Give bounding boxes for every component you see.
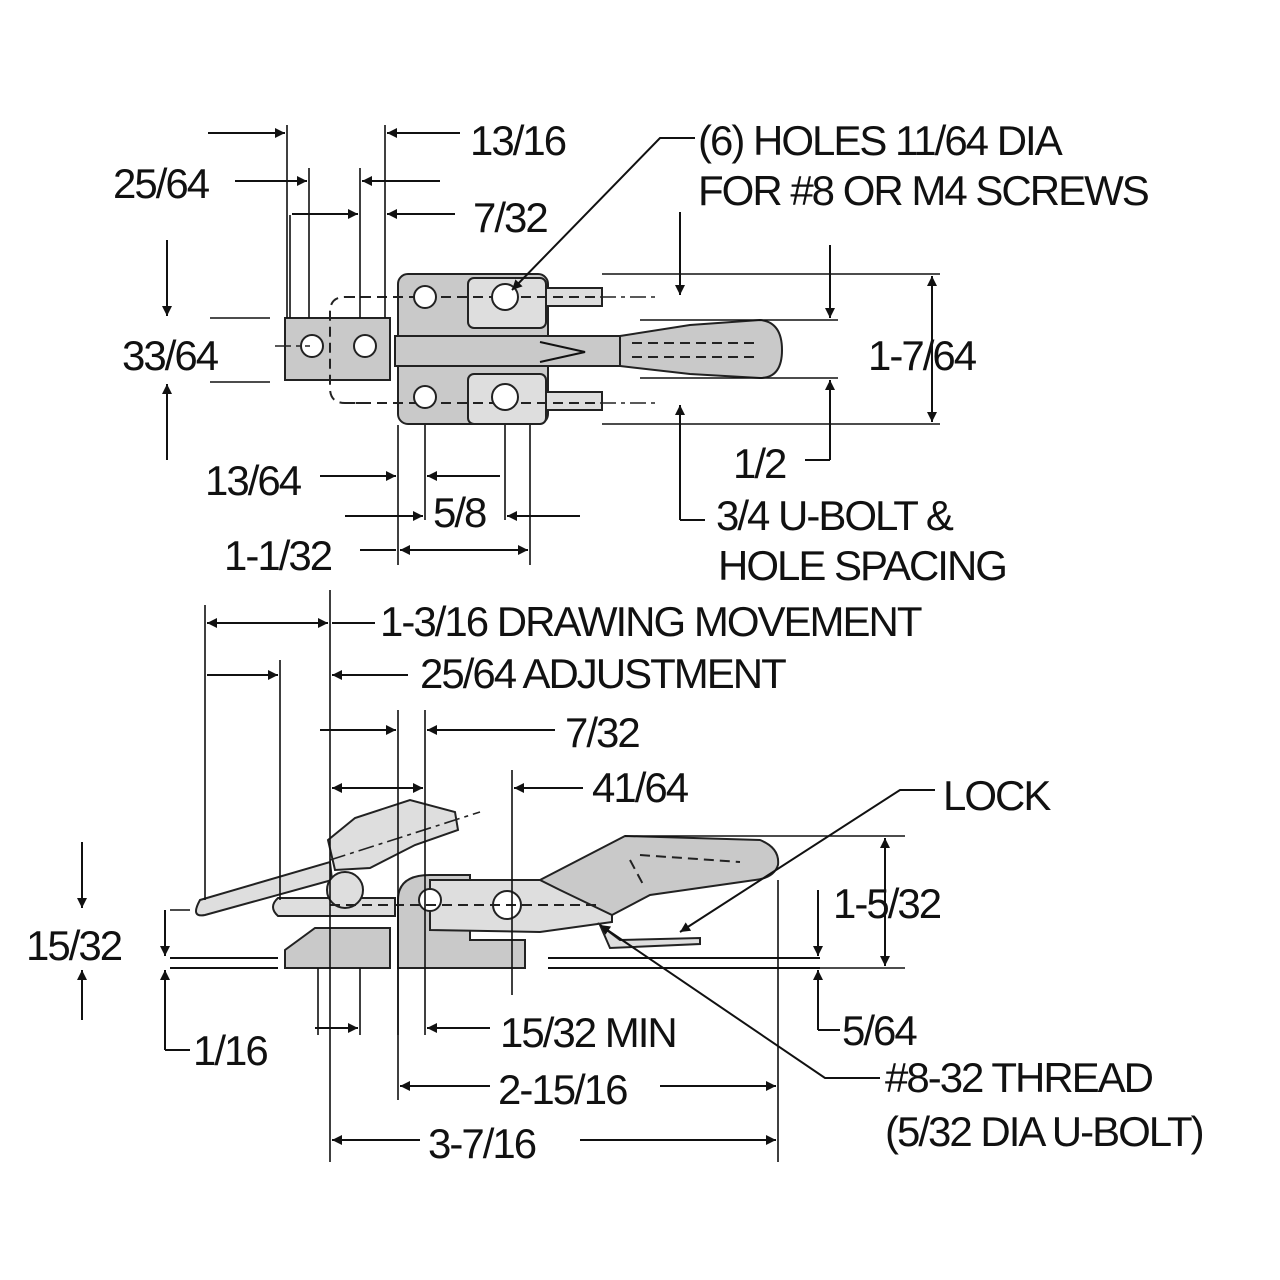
handle-top [619,318,784,380]
top-view-labels: 13/16 25/64 7/32 33/64 1-7/64 1/2 13/64 … [113,117,1151,589]
dim-drawing-movement: 1-3/16 DRAWING MOVEMENT [380,598,922,645]
handle-open-position [326,798,460,872]
handle-pivot-v [539,341,586,363]
dim-15-32: 15/32 [26,922,122,969]
dim-5-64: 5/64 [842,1007,917,1054]
keeper-hook [326,871,364,909]
note-ubolt-line2: HOLE SPACING [718,542,1006,589]
dim-25-64: 25/64 [113,160,210,207]
dim-1-1-32: 1-1/32 [224,532,332,579]
hole-icon [300,334,324,358]
top-view: 13/16 25/64 7/32 33/64 1-7/64 1/2 13/64 … [113,117,1151,589]
side-view-labels: 1-3/16 DRAWING MOVEMENT 25/64 ADJUSTMENT… [26,598,1205,1167]
pivot-icon [418,888,442,912]
ubolt-hidden-legs [345,296,600,404]
side-view-part [170,798,820,969]
dim-1-2: 1/2 [733,440,786,487]
dim-7-32-side: 7/32 [565,709,639,756]
dim-33-64: 33/64 [122,332,219,379]
hole-icon [491,283,519,311]
note-thread-line2: (5/32 DIA U-BOLT) [885,1108,1203,1155]
dim-3-7-16: 3-7/16 [428,1120,536,1167]
note-holes-line2: FOR #8 OR M4 SCREWS [698,167,1149,214]
hole-icon [413,285,437,309]
top-view-part [275,273,784,425]
dim-15-32-min: 15/32 MIN [500,1009,676,1056]
handle-open-centerline [329,811,481,861]
dim-1-7-64: 1-7/64 [868,332,977,379]
handle-hidden-lines [632,342,760,358]
dim-7-32: 7/32 [473,194,547,241]
ubolt-open-position [195,860,334,917]
dim-2-15-16: 2-15/16 [498,1066,627,1113]
hole-icon [491,383,519,411]
ubolt-closed-position [272,897,396,917]
note-thread-line1: #8-32 THREAD [885,1054,1153,1101]
center-lines [275,296,660,404]
handle-side-hidden [629,854,741,889]
ubolt-end-lower [545,391,603,411]
handle-side [537,834,780,917]
mounting-holes [300,283,519,411]
dim-adjustment: 25/64 ADJUSTMENT [420,650,786,697]
dim-1-16: 1/16 [193,1027,267,1074]
top-view-dimension-lines [162,125,940,565]
dim-5-8: 5/8 [433,489,486,536]
side-view-dimension-lines [77,590,935,1162]
hole-icon [353,334,377,358]
dim-41-64: 41/64 [592,764,689,811]
note-ubolt-line1: 3/4 U-BOLT & [716,492,954,539]
hole-icon [413,385,437,409]
dim-13-16: 13/16 [470,117,566,164]
dim-13-64: 13/64 [205,457,302,504]
note-lock: LOCK [943,772,1051,819]
dim-1-5-32: 1-5/32 [833,880,941,927]
center-link [394,335,626,367]
note-holes-line1: (6) HOLES 11/64 DIA [698,117,1063,164]
side-view: 1-3/16 DRAWING MOVEMENT 25/64 ADJUSTMENT… [26,590,1205,1167]
ubolt-hidden [329,296,370,404]
keeper-side [284,927,391,969]
